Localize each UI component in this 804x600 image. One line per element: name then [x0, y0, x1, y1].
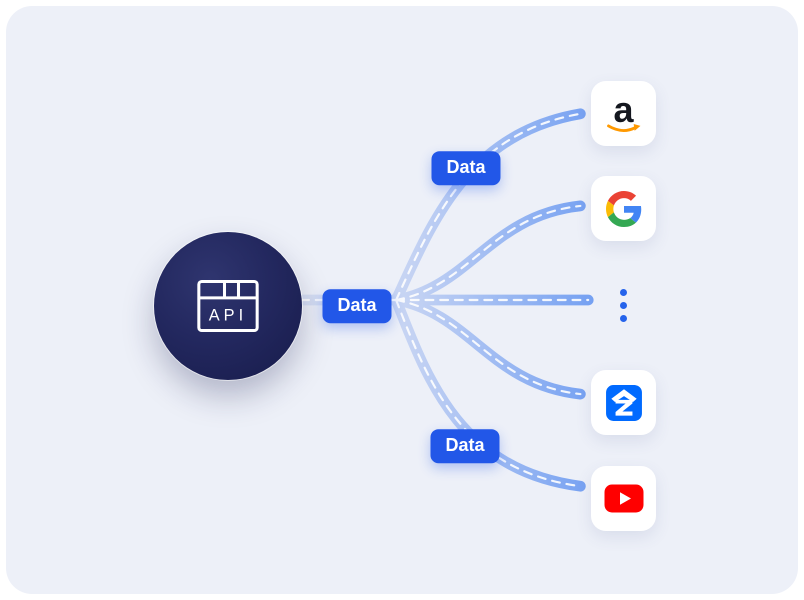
- data-pipes: [6, 6, 798, 594]
- google-icon: [605, 190, 641, 227]
- amazon-letter: a: [613, 88, 634, 130]
- dot: [620, 315, 627, 322]
- api-node: API: [154, 232, 302, 380]
- diagram-canvas: API Data Data Data a: [6, 6, 798, 594]
- api-label: API: [209, 307, 248, 325]
- zillow-tile: [591, 370, 656, 435]
- amazon-logo: a: [604, 88, 644, 136]
- data-label-bottom: Data: [430, 429, 500, 463]
- api-browser-icon: API: [197, 279, 259, 333]
- data-label-center: Data: [322, 289, 392, 323]
- ellipsis-icon: [619, 289, 628, 322]
- google-tile: [591, 176, 656, 241]
- dot: [620, 289, 627, 296]
- youtube-tile: [591, 466, 656, 531]
- dot: [620, 302, 627, 309]
- pipe-to-zillow: [396, 300, 580, 394]
- zillow-icon: [605, 384, 642, 421]
- youtube-icon: [604, 484, 643, 513]
- amazon-tile: a: [591, 81, 656, 146]
- data-label-top: Data: [431, 151, 501, 185]
- amazon-smile-icon: [606, 123, 640, 132]
